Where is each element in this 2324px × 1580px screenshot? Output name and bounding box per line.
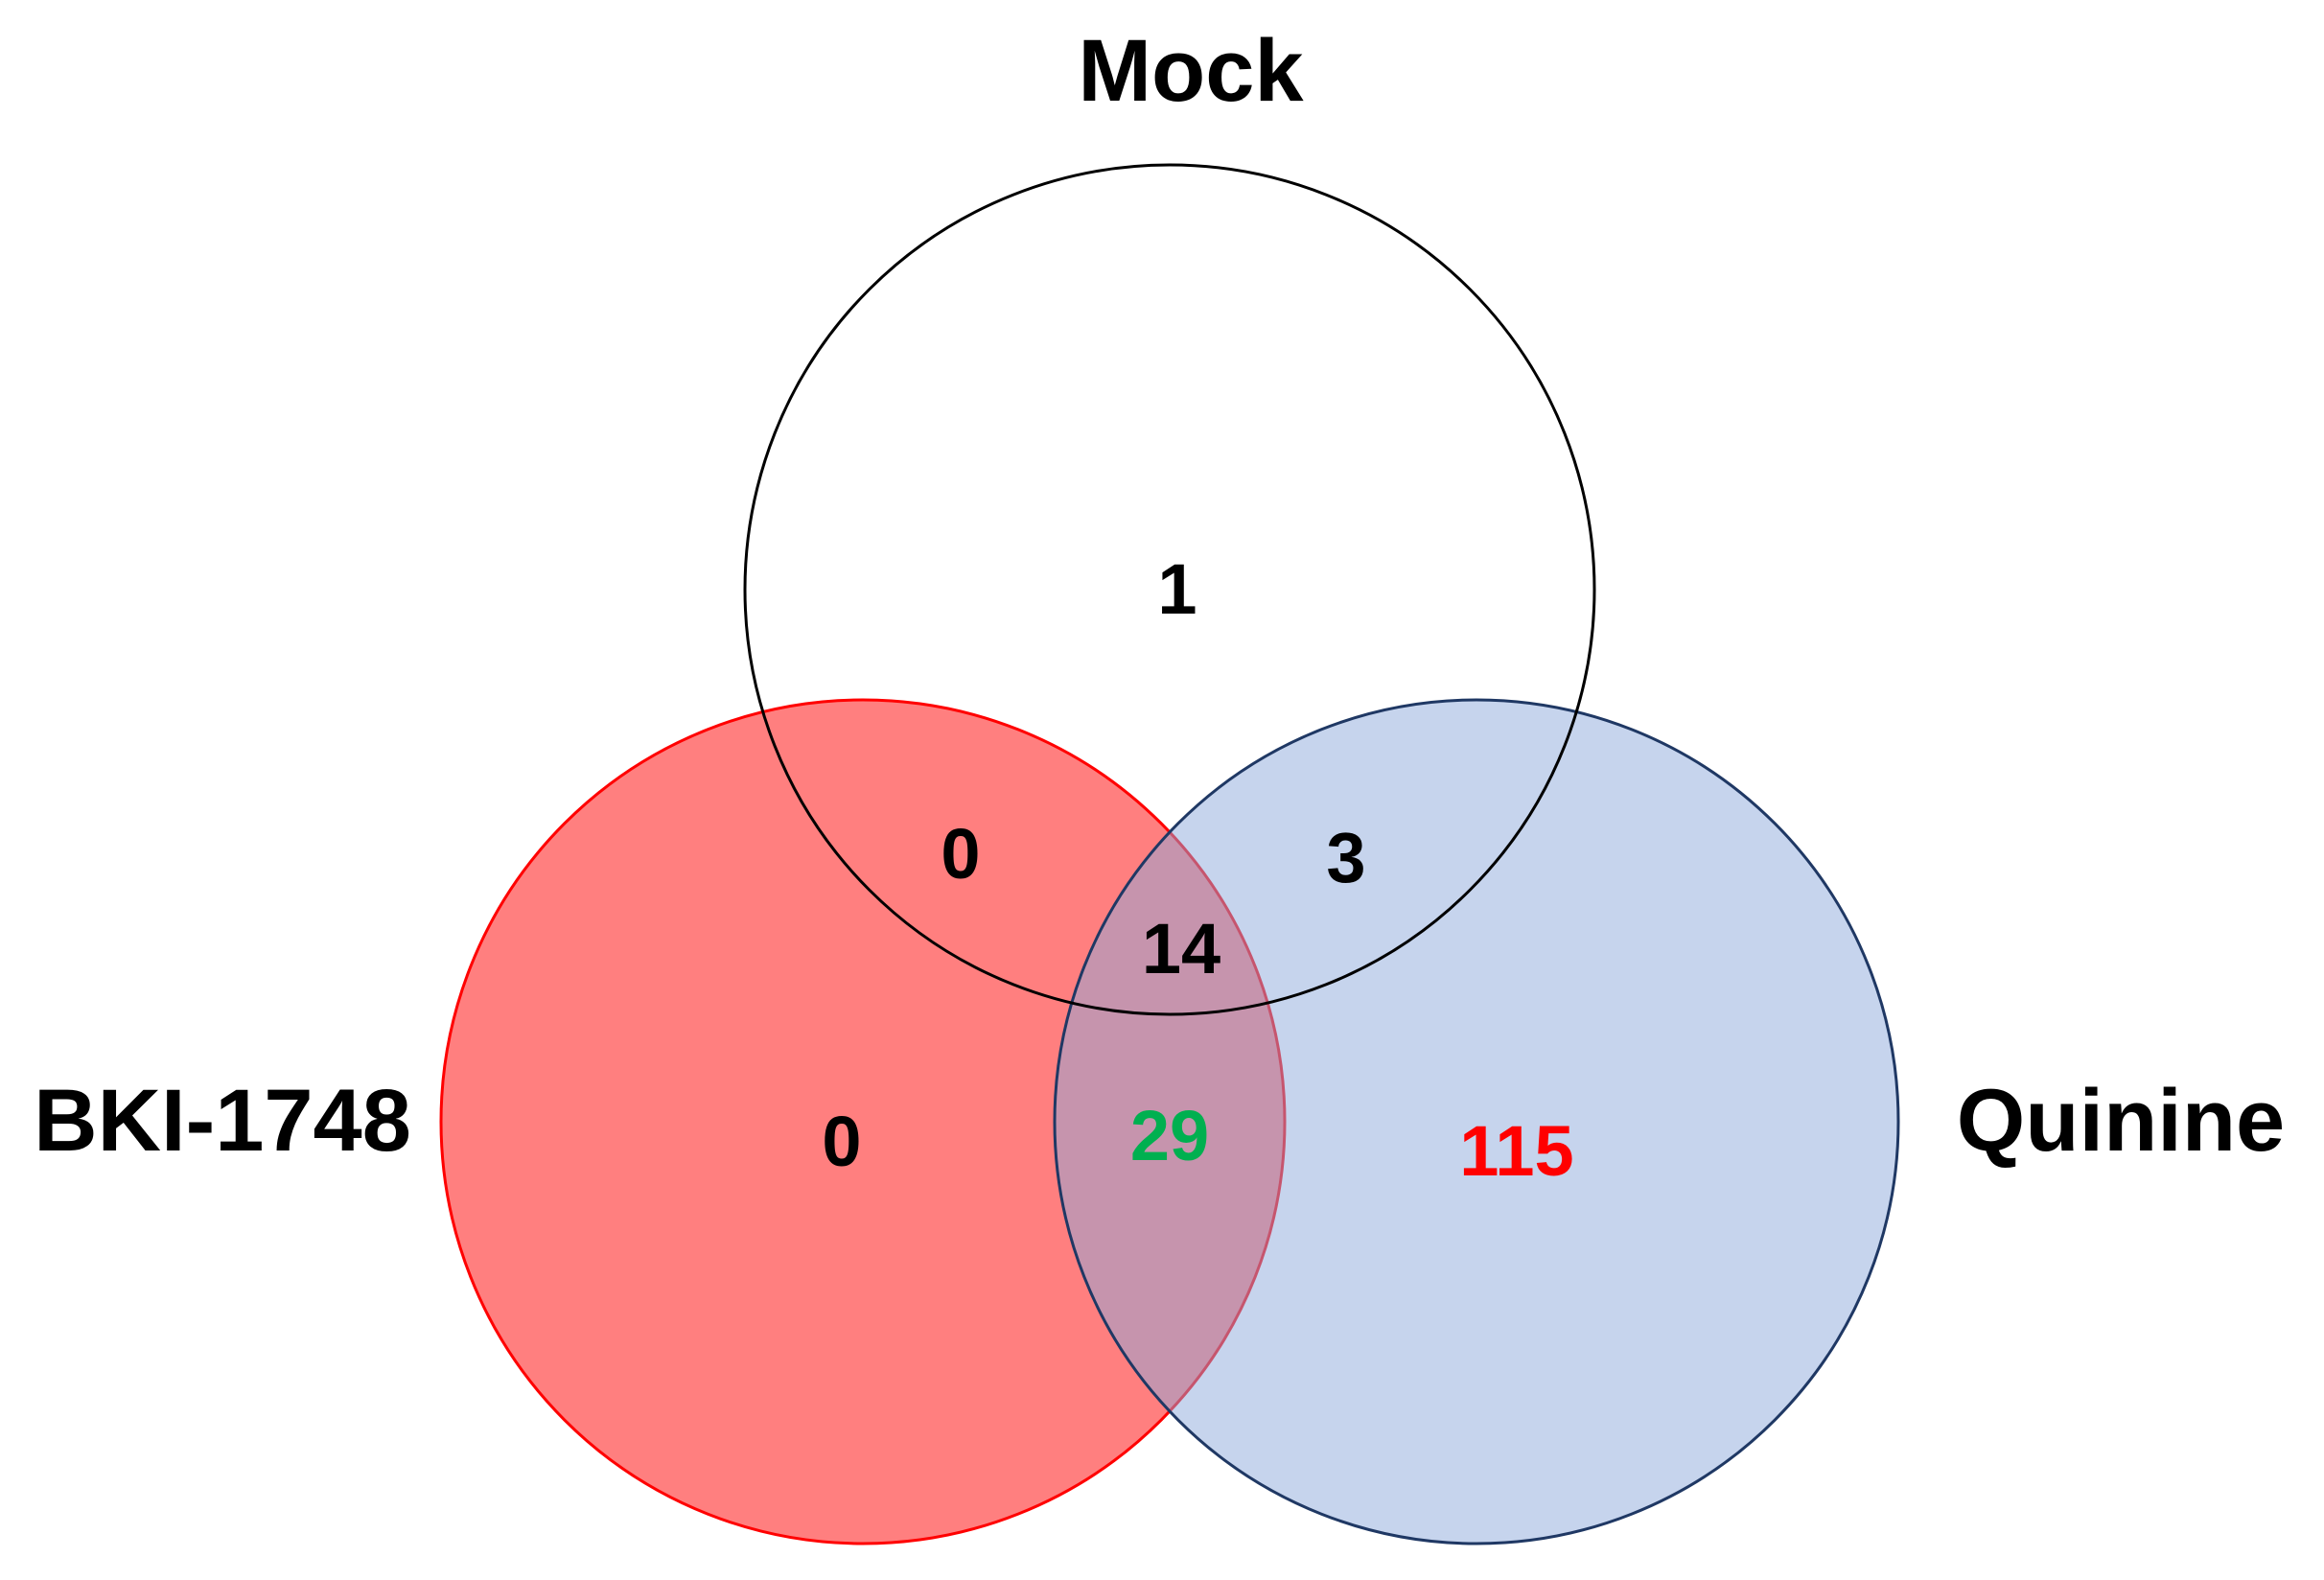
region-count-quinine-only: 115 xyxy=(1459,1111,1573,1191)
set-circle-mock xyxy=(743,163,1596,1016)
set-label-bki: BKI-1748 xyxy=(34,1072,411,1170)
region-count-mock-only: 1 xyxy=(1157,549,1197,629)
set-label-quinine: Quinine xyxy=(1957,1072,2285,1170)
region-count-mock-bki: 0 xyxy=(941,814,980,894)
region-count-bki-only: 0 xyxy=(822,1102,861,1181)
set-circle-quinine xyxy=(1053,698,1900,1545)
region-count-bki-quinine: 29 xyxy=(1130,1096,1209,1175)
region-count-mock-quinine: 3 xyxy=(1326,818,1365,897)
set-label-mock: Mock xyxy=(1078,22,1304,120)
region-count-all-three: 14 xyxy=(1142,909,1220,988)
